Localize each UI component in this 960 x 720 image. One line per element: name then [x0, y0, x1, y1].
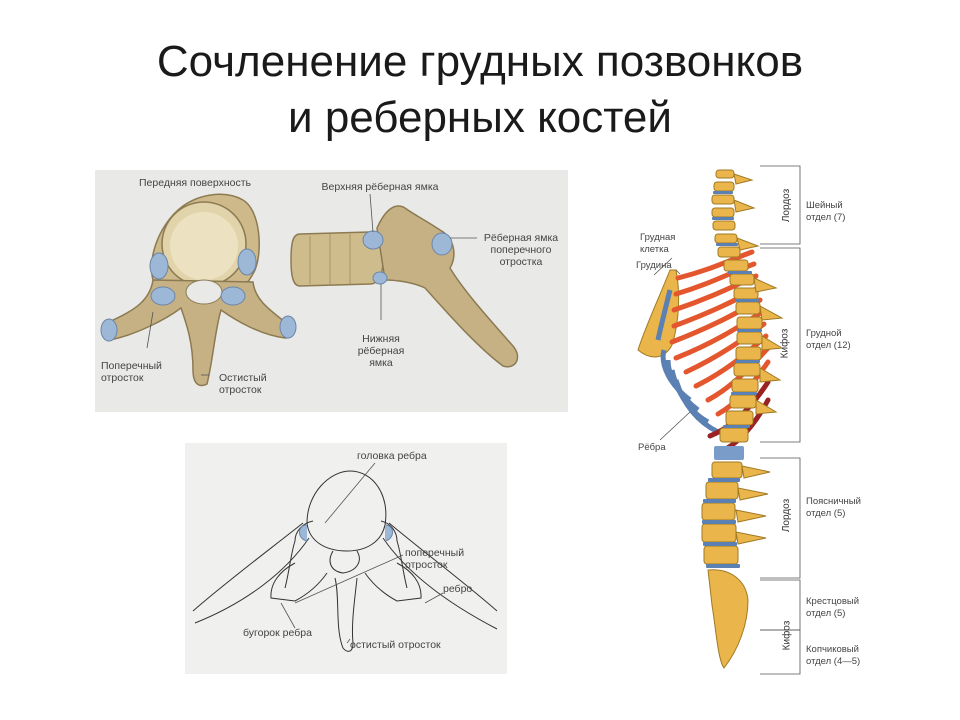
label-section-lumbar: Поясничный отдел (5)	[806, 496, 861, 519]
label-curve-cervical: Лордоз	[781, 188, 793, 223]
label-section-sacral: Крестцовый отдел (5)	[806, 596, 860, 619]
label-anterior-surface: Передняя поверхность	[138, 177, 251, 189]
line-drawing	[192, 470, 498, 652]
costal-cartilages	[655, 289, 720, 435]
label-curve-sacral: Кифоз	[781, 620, 793, 651]
label-curve-thoracic: Кифоз	[779, 328, 791, 359]
label-rib-head: головка ребра	[357, 450, 427, 462]
label-rib: ребро	[443, 583, 473, 595]
spine-diagram: Грудная клетка Грудина Рёбра Лордоз Кифо…	[620, 160, 878, 682]
vertebra-illustration	[100, 193, 519, 387]
rib-joint-line-diagram: головка ребра поперечный отросток ребро …	[185, 443, 507, 674]
spine-illustration	[637, 165, 801, 675]
intervertebral-discs	[702, 191, 762, 568]
vertebral-column	[701, 169, 784, 669]
label-rib-tubercle: бугорок ребра	[243, 627, 312, 639]
vertebra-top-view	[100, 193, 297, 387]
label-spinous-process-line: остистый отросток	[350, 639, 441, 651]
title-line-1: Сочленение грудных позвонков	[156, 37, 804, 86]
label-thoracic-cage: Грудная клетка	[640, 232, 676, 255]
vertebra-views-diagram: Передняя поверхность Верхняя рёберная ям…	[95, 170, 568, 412]
leader-lines	[146, 193, 477, 376]
label-upper-costal-fovea: Верхняя рёберная ямка	[321, 181, 439, 193]
label-transverse-process: Поперечный отросток	[101, 360, 162, 384]
label-transverse-costal-fovea: Рёберная ямка поперечного отростка	[483, 232, 559, 268]
vertebra-side-view	[290, 205, 519, 368]
leader-lines	[280, 462, 444, 644]
page-title: Сочленение грудных позвонков и реберных …	[0, 34, 960, 146]
label-transverse-process-line: поперечный отросток	[405, 547, 465, 571]
label-section-cervical: Шейный отдел (7)	[806, 200, 846, 223]
label-ribs: Рёбра	[638, 442, 666, 453]
label-section-thoracic: Грудной отдел (12)	[806, 328, 851, 351]
label-lower-costal-fovea: Нижняя рёберная ямка	[357, 333, 405, 369]
title-line-2: и реберных костей	[288, 93, 672, 142]
label-section-coccygeal: Копчиковый отдел (4—5)	[806, 644, 861, 667]
section-brackets	[653, 165, 801, 675]
label-sternum: Грудина	[636, 260, 672, 271]
rib-joint-line-illustration	[192, 462, 498, 652]
label-spinous-process: Остистый отросток	[219, 372, 267, 396]
label-curve-lumbar: Лордоз	[781, 498, 793, 533]
